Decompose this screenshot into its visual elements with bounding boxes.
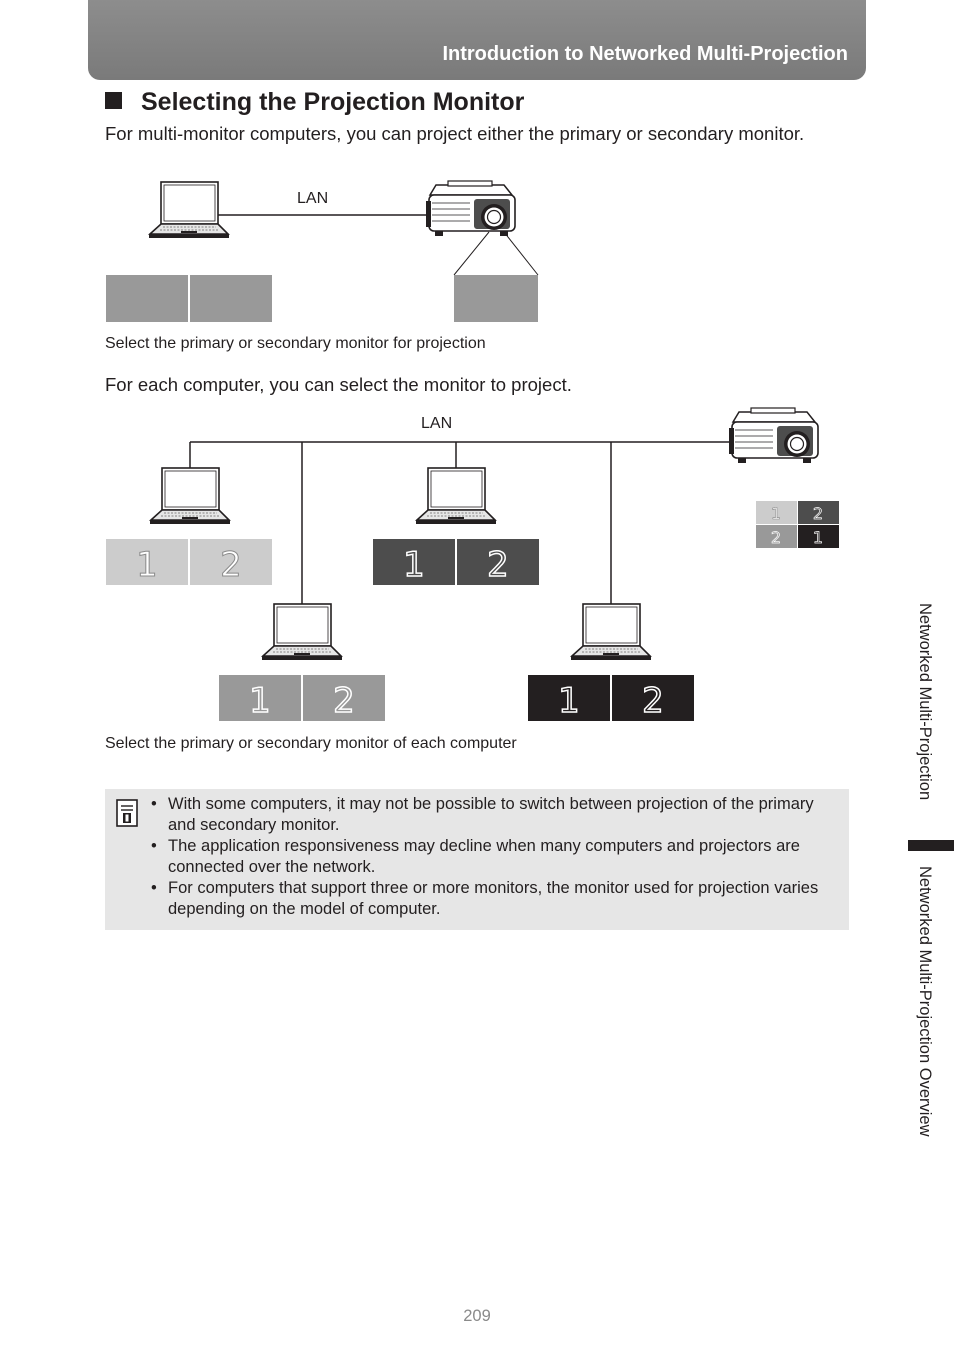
monitor-number: 2 <box>487 545 509 585</box>
intro-paragraph: For multi-monitor computers, you can pro… <box>105 123 805 144</box>
section-heading-text: Selecting the Projection Monitor <box>141 88 525 116</box>
secondary-monitor <box>457 539 539 585</box>
monitor-number: 1 <box>249 681 271 721</box>
grid-cell <box>756 501 797 524</box>
memo-icon <box>116 799 138 827</box>
primary-monitor <box>106 275 188 322</box>
laptop-icon <box>261 603 343 661</box>
laptop-icon <box>148 181 230 239</box>
figure1-caption: Select the primary or secondary monitor … <box>105 335 486 352</box>
header-bar: Introduction to Networked Multi-Projecti… <box>88 0 866 80</box>
primary-monitor <box>373 539 455 585</box>
figure2-network: LAN <box>149 407 819 661</box>
laptop-icon <box>415 467 497 525</box>
monitor-number: 2 <box>642 681 664 721</box>
lan-label: LAN <box>421 415 452 432</box>
projected-image <box>454 275 538 322</box>
laptop-icon <box>570 603 652 661</box>
grid-number: 2 <box>813 504 823 523</box>
grid-number: 1 <box>771 504 781 523</box>
grid-cell <box>756 525 797 548</box>
note-list: With some computers, it may not be possi… <box>151 794 841 920</box>
primary-monitor <box>106 539 188 585</box>
monitor-number: 2 <box>333 681 355 721</box>
projector-icon <box>425 180 516 237</box>
chapter-title: Introduction to Networked Multi-Projecti… <box>442 43 848 65</box>
primary-monitor <box>528 675 610 721</box>
side-tab-section[interactable]: Networked Multi-Projection Overview <box>916 866 934 1137</box>
projector-icon <box>728 407 819 464</box>
primary-monitor <box>219 675 301 721</box>
monitor-pair-dark: 1 2 <box>373 539 539 586</box>
secondary-monitor <box>303 675 385 721</box>
projection-beam <box>453 231 490 276</box>
section-heading: Selecting the Projection Monitor <box>105 88 524 117</box>
grid-number: 2 <box>771 528 781 547</box>
laptop-icon <box>149 467 231 525</box>
page-number: 209 <box>463 1307 491 1325</box>
body-paragraph: For each computer, you can select the mo… <box>105 374 572 395</box>
grid-number: 1 <box>813 528 823 547</box>
projected-grid: 1 2 2 1 <box>756 501 839 548</box>
side-tab-marker <box>908 840 954 851</box>
secondary-monitor <box>190 275 272 322</box>
lan-label: LAN <box>297 190 328 207</box>
grid-cell <box>798 525 839 548</box>
note-box: With some computers, it may not be possi… <box>105 789 849 930</box>
projection-beam <box>503 231 539 276</box>
monitor-pair-light: 1 2 <box>106 539 272 586</box>
figure2-caption: Select the primary or secondary monitor … <box>105 735 517 752</box>
grid-cell <box>798 501 839 524</box>
monitor-number: 1 <box>403 545 425 585</box>
note-item: The application responsiveness may decli… <box>151 836 841 878</box>
figure1-diagram: LAN <box>106 180 539 322</box>
secondary-monitor <box>612 675 694 721</box>
heading-square-icon <box>105 92 122 109</box>
side-tab-chapter[interactable]: Networked Multi-Projection <box>916 603 934 801</box>
monitor-pair-black: 1 2 <box>528 675 694 722</box>
monitor-number: 1 <box>558 681 580 721</box>
note-item: With some computers, it may not be possi… <box>151 794 841 836</box>
monitor-pair-mid: 1 2 <box>219 675 385 722</box>
monitor-number: 1 <box>136 545 158 585</box>
secondary-monitor <box>190 539 272 585</box>
note-item: For computers that support three or more… <box>151 878 841 920</box>
monitor-number: 2 <box>220 545 242 585</box>
